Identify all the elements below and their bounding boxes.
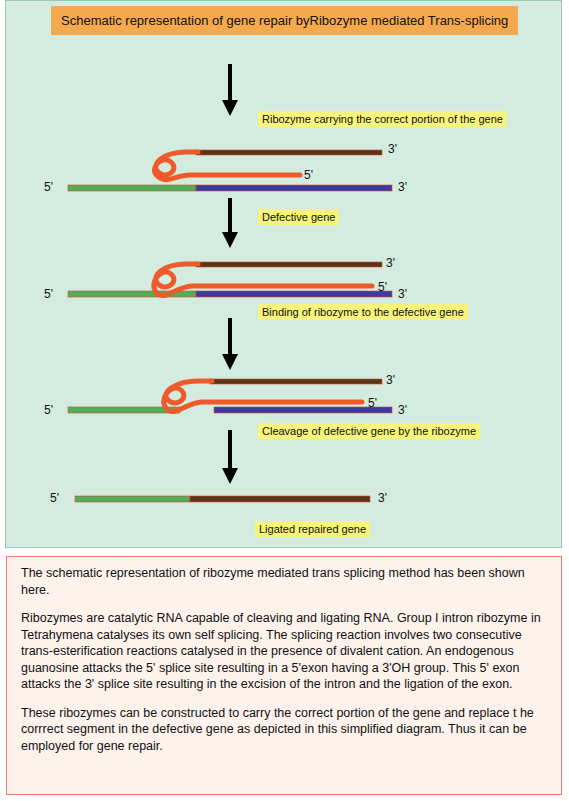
strand-end: 5' [50,491,59,505]
defective-gene [68,185,392,191]
strand-end: 5' [378,280,387,294]
cleavage-stage [68,379,392,413]
paragraph: These ribozymes can be constructed to ca… [21,705,547,755]
binding-stage [68,262,392,297]
strand-end: 3' [388,142,397,156]
step-label: Defective gene [258,209,339,225]
strand-end: 3' [398,180,407,194]
strand-end: 5' [44,403,53,417]
title-box: Schematic representation of gene repair … [51,6,518,35]
label-text: Cleavage of defective gene by the ribozy… [262,425,476,437]
step-label: Cleavage of defective gene by the ribozy… [258,423,480,439]
repaired-gene [75,496,370,502]
label-text: Binding of ribozyme to the defective gen… [262,306,464,318]
strand-end: 5' [44,287,53,301]
label-text: Ligated repaired gene [259,523,366,535]
strand-end: 3' [378,491,387,505]
step-label: Ligated repaired gene [255,521,370,537]
label-text: Ribozyme carrying the correct portion of… [262,113,503,125]
strand-end: 3' [386,373,395,387]
strand-end: 3' [398,403,407,417]
step-label: Ribozyme carrying the correct portion of… [258,111,507,127]
notes-box: The schematic representation of ribozyme… [6,556,562,795]
strand-end: 5' [304,168,313,182]
strand-end: 5' [368,396,377,410]
figure-panel [5,0,562,548]
paragraph: The schematic representation of ribozyme… [21,565,547,598]
strand-end: 5' [44,180,53,194]
step-label: Binding of ribozyme to the defective gen… [258,304,468,320]
label-text: Defective gene [262,211,335,223]
strand-end: 3' [398,287,407,301]
ribozyme-stage [154,150,382,180]
step-arrows [228,64,232,476]
strand-end: 3' [386,256,395,270]
paragraph: Ribozymes are catalytic RNA capable of c… [21,610,547,693]
